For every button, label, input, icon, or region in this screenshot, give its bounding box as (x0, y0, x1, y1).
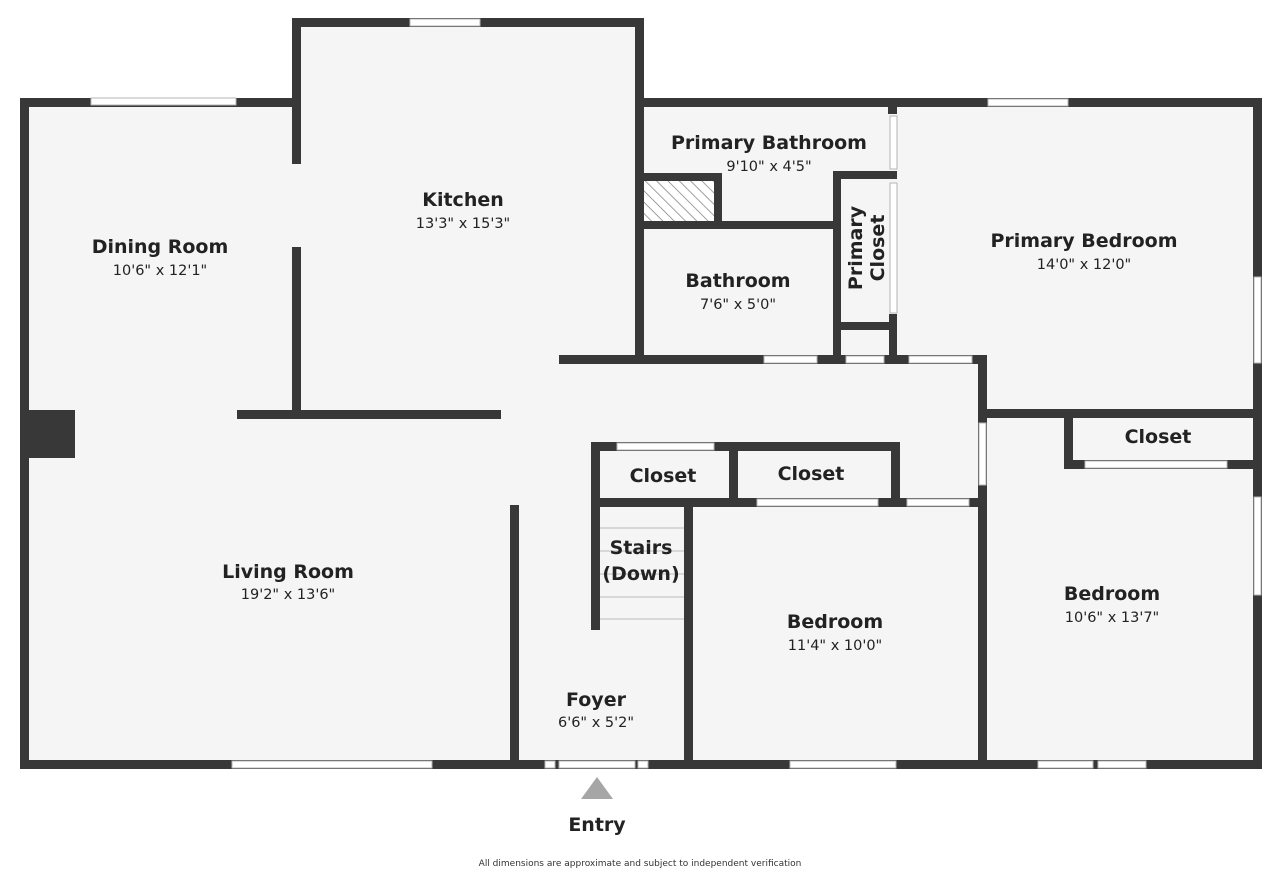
room-bedroom-1: Bedroom 11'4" x 10'0" (787, 611, 883, 654)
doors (544, 115, 1228, 769)
room-name: Kitchen (422, 189, 504, 211)
room-name-line2: Closet (867, 215, 889, 282)
room-name: Bedroom (1064, 583, 1160, 605)
room-foyer: Foyer 6'6" x 5'2" (558, 689, 634, 731)
room-name: Closet (1125, 426, 1192, 448)
room-primary-closet: Primary Closet (845, 205, 889, 290)
entry-arrow-icon (581, 777, 613, 799)
room-primary-bathroom: Primary Bathroom 9'10" x 4'5" (671, 132, 867, 175)
room-closet-hall-2: Closet (778, 463, 845, 485)
room-dimensions: 10'6" x 12'1" (113, 263, 207, 279)
room-dimensions: 9'10" x 4'5" (726, 159, 811, 175)
duct-hatch (643, 178, 716, 222)
room-name: Bathroom (685, 270, 790, 292)
room-dimensions: 11'4" x 10'0" (788, 638, 882, 654)
room-closet-hall-1: Closet (630, 465, 697, 487)
room-dimensions: 13'3" x 15'3" (416, 216, 510, 232)
room-dimensions: 19'2" x 13'6" (241, 587, 335, 603)
stairs-treads (600, 527, 685, 620)
room-dimensions: 10'6" x 13'7" (1065, 610, 1159, 626)
room-bedroom-2: Bedroom 10'6" x 13'7" (1064, 583, 1160, 626)
room-name-line2: (Down) (602, 563, 679, 585)
room-name: Closet (778, 463, 845, 485)
room-name: Living Room (222, 561, 354, 583)
floor-area (22, 20, 1260, 766)
room-name: Bedroom (787, 611, 883, 633)
room-dimensions: 14'0" x 12'0" (1037, 257, 1131, 273)
room-stairs: Stairs (Down) (602, 537, 679, 585)
room-name: Closet (630, 465, 697, 487)
room-name-line1: Primary (845, 205, 867, 290)
disclaimer-text: All dimensions are approximate and subje… (479, 859, 802, 869)
room-living-room: Living Room 19'2" x 13'6" (222, 561, 354, 603)
entry-label: Entry (568, 814, 626, 836)
room-dimensions: 6'6" x 5'2" (558, 715, 634, 731)
room-dining-room: Dining Room 10'6" x 12'1" (92, 236, 229, 279)
room-bathroom: Bathroom 7'6" x 5'0" (685, 270, 790, 313)
room-closet-bedroom: Closet (1125, 426, 1192, 448)
room-name-line1: Stairs (610, 537, 673, 559)
room-name: Foyer (566, 689, 627, 711)
room-name: Primary Bedroom (990, 230, 1177, 252)
room-kitchen: Kitchen 13'3" x 15'3" (416, 189, 510, 232)
room-primary-bedroom: Primary Bedroom 14'0" x 12'0" (990, 230, 1177, 273)
room-dimensions: 7'6" x 5'0" (700, 297, 776, 313)
room-name: Primary Bathroom (671, 132, 867, 154)
windows (90, 18, 1262, 769)
room-name: Dining Room (92, 236, 229, 258)
